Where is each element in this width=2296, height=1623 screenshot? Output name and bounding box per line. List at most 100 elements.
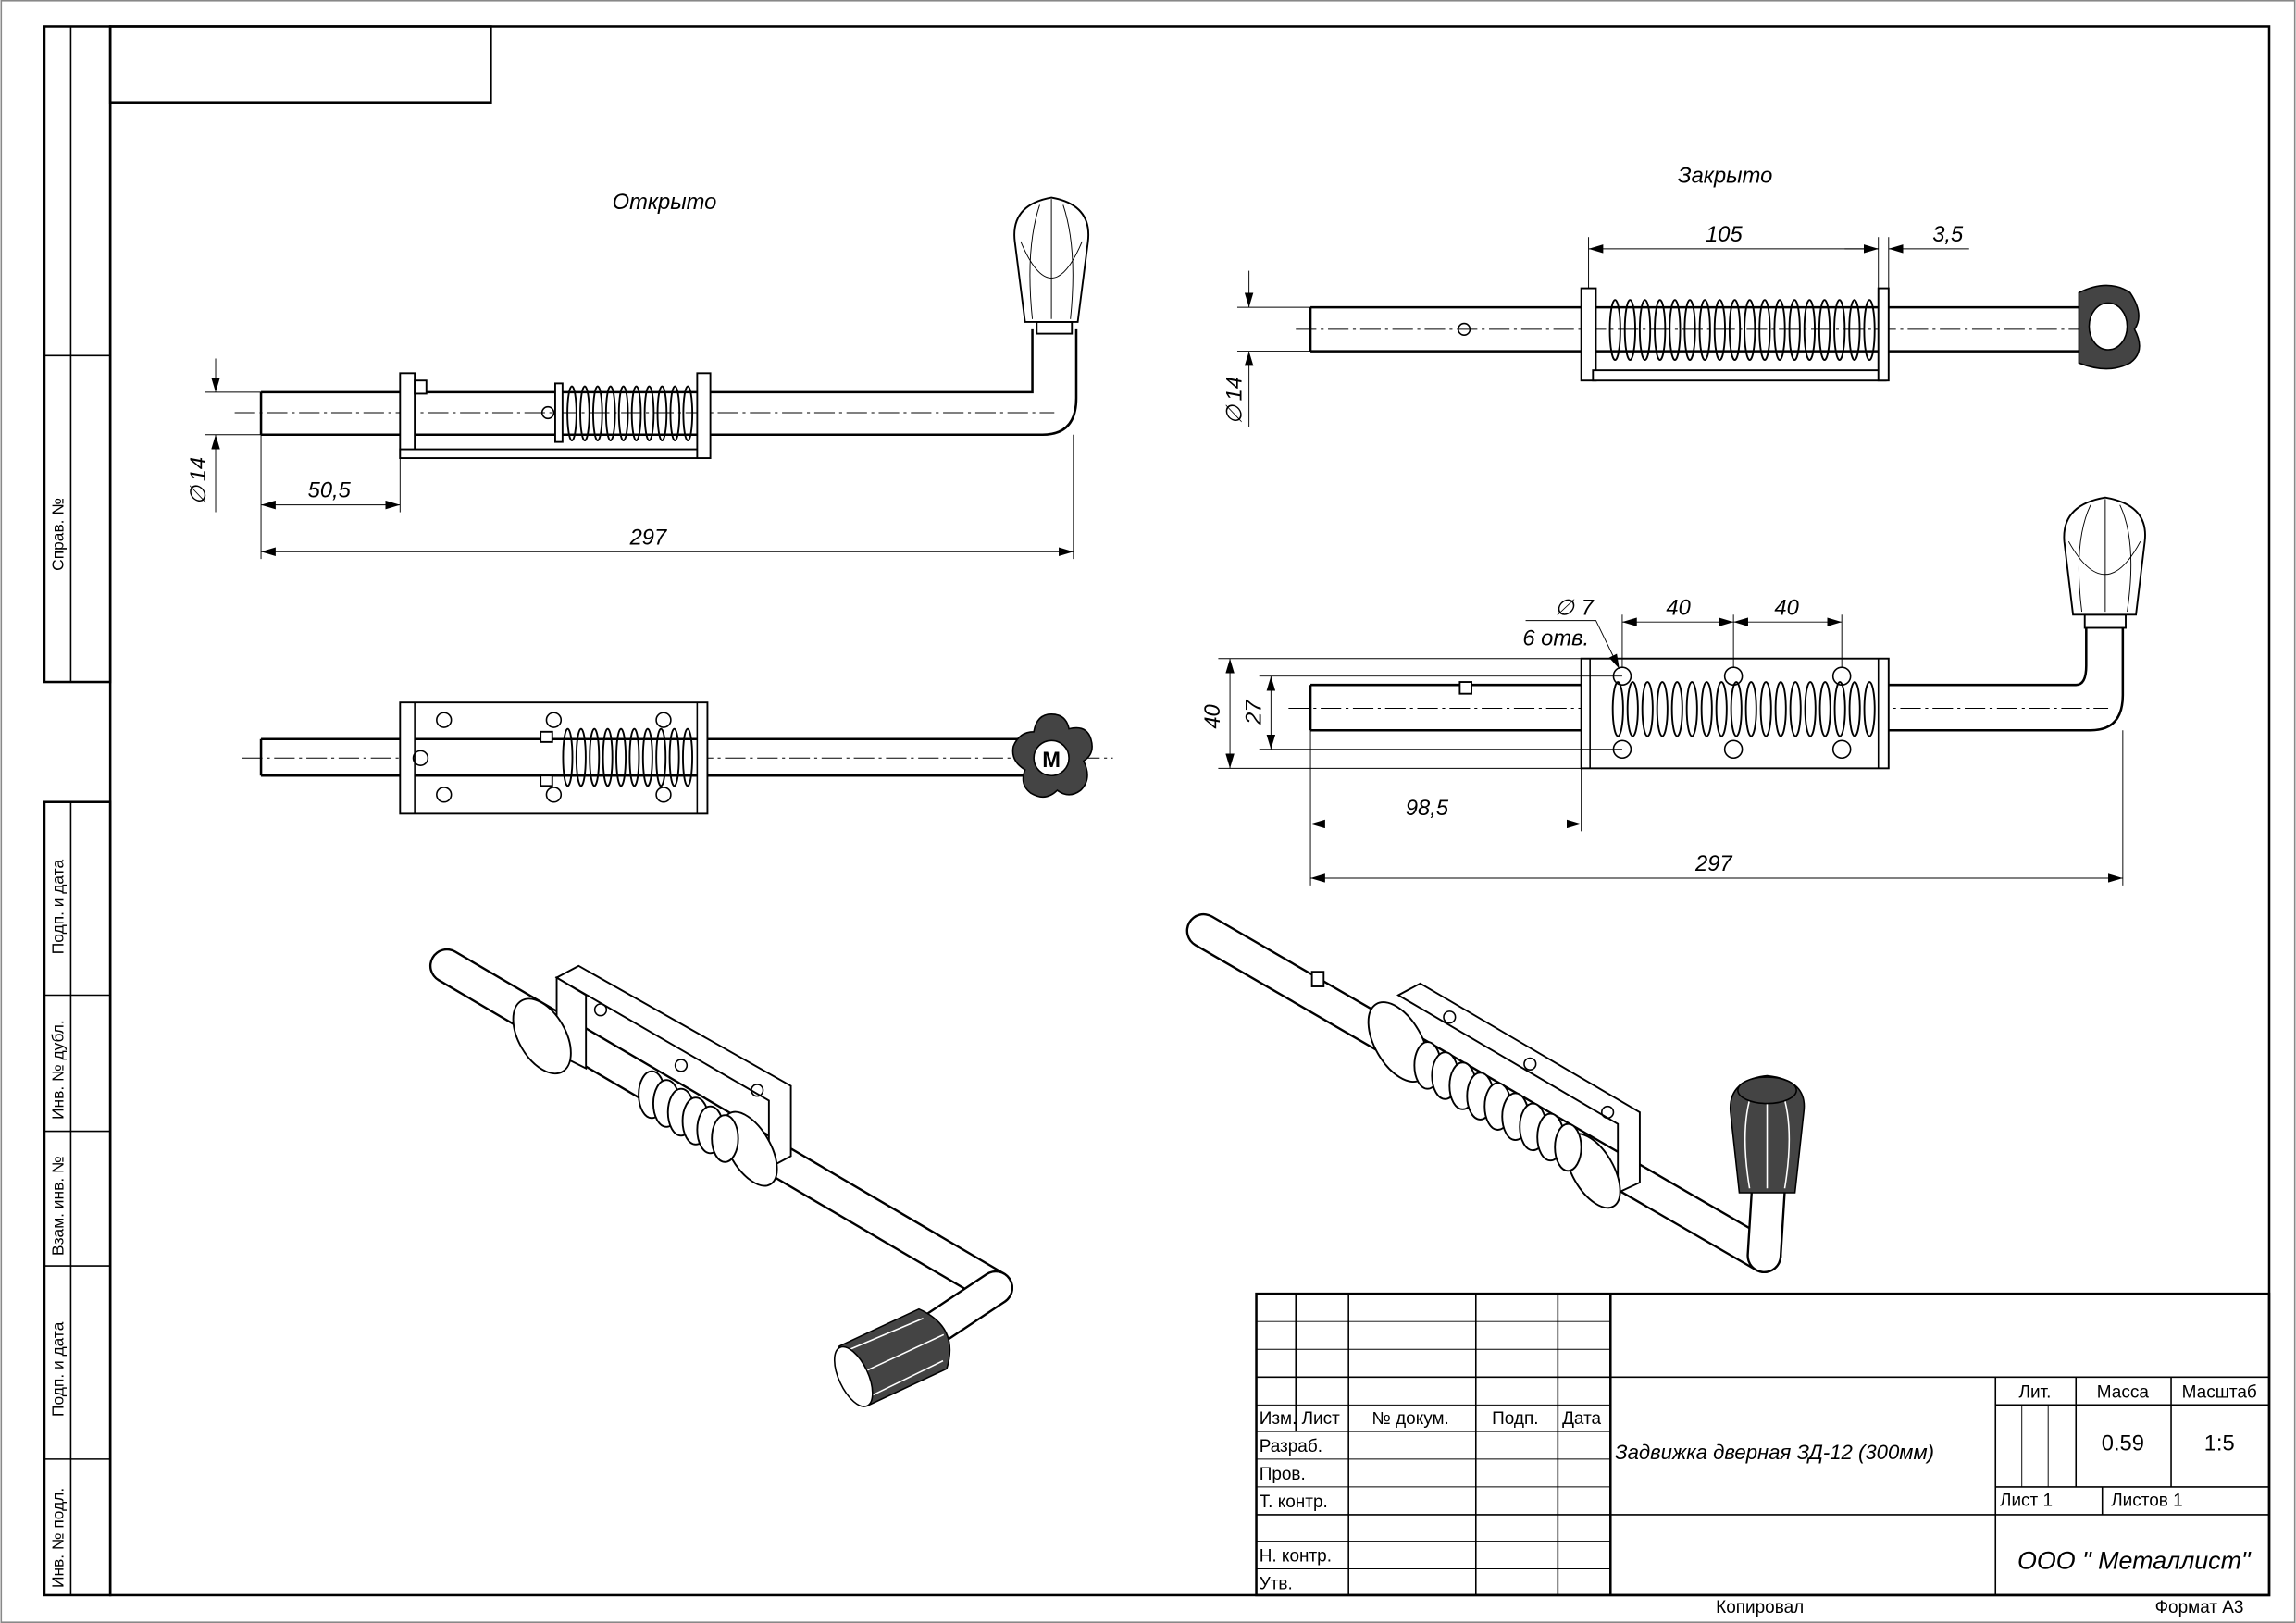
spring-coil (1833, 681, 1846, 737)
spring-coil (602, 727, 614, 787)
knob-letter: М (1042, 749, 1061, 773)
view-closed-front: 105 3,5 ∅ 14 (1223, 223, 2141, 427)
spring-coil (1683, 299, 1696, 362)
spring-coil (1700, 681, 1713, 737)
spring-coil (1789, 681, 1802, 737)
spring-coil (1848, 299, 1861, 362)
iso-view-open (428, 948, 1013, 1407)
view-label-closed: Закрыто (1678, 165, 1772, 189)
view-open-top: М (242, 701, 1113, 815)
spring-coil (1818, 681, 1831, 737)
spring-coil (1608, 299, 1621, 362)
tb-role: Пров. (1260, 1465, 1306, 1484)
tb-role: Т. контр. (1260, 1493, 1328, 1512)
tb-role: Н. контр. (1260, 1547, 1332, 1567)
spring-coil (1759, 681, 1772, 737)
spring-coil (604, 385, 616, 442)
spring-coil (1698, 299, 1711, 362)
dim-open-length: 297 (629, 526, 667, 550)
spring-coil (1848, 681, 1861, 737)
spring-coil (562, 727, 574, 787)
spring-coil (1623, 299, 1636, 362)
tb-scale-label: Масштаб (2182, 1382, 2257, 1402)
spring-coil (1656, 681, 1669, 737)
label-sprav: Справ. № (49, 498, 68, 571)
tb-header-doc: № докум. (1371, 1409, 1448, 1429)
title-block: Изм. Лист № докум. Подп. Дата Разраб. Пр… (1255, 1292, 2271, 1617)
side-strip-labels: Справ. № Подп. и дата Инв. № дубл. Взам.… (49, 498, 68, 1588)
spring-icon (1608, 299, 1876, 362)
dim-open-diameter-symbol: ∅ (187, 485, 211, 505)
dim-closed-gap: 3,5 (1932, 223, 1964, 247)
dim-closed-diameter: 14 (1223, 377, 1247, 401)
tb-role: Разраб. (1260, 1437, 1322, 1456)
spring-coil (1744, 299, 1756, 362)
iso-knob-icon (833, 1307, 951, 1407)
spring-icon (566, 385, 694, 442)
tb-company: ООО " Металлист" (2017, 1546, 2252, 1574)
spring-coil (1670, 681, 1683, 737)
spring-coil (669, 385, 681, 442)
spring-coil (668, 727, 680, 787)
spring-coil (682, 727, 693, 787)
spring-coil (1713, 299, 1726, 362)
spring-coil (1788, 299, 1801, 362)
spring-coil (591, 385, 603, 442)
dim-plate-height: 40 (1201, 704, 1225, 728)
spring-coil (1685, 681, 1698, 737)
spring-coil (617, 385, 629, 442)
spring-coil (1626, 681, 1639, 737)
dim-closed-diameter-symbol: ∅ (1223, 404, 1247, 425)
spring-coil (1804, 681, 1817, 737)
spring-coil (1774, 681, 1787, 737)
dim-total-length: 297 (1694, 852, 1732, 876)
spring-coil (1803, 299, 1816, 362)
tb-mass-label: Масса (2097, 1382, 2150, 1402)
label-inv-podl: Инв. № подл. (49, 1488, 68, 1588)
dim-open-diameter: 14 (187, 457, 211, 481)
tb-mass: 0.59 (2102, 1431, 2144, 1456)
view-label-open: Открыто (613, 191, 717, 215)
dim-hole-diameter: 7 (1582, 596, 1595, 620)
tb-sheet: Лист 1 (2000, 1491, 2053, 1510)
dim-open-offset: 50,5 (308, 479, 352, 503)
spring-coil (1773, 299, 1786, 362)
tb-header-izm: Изм. (1260, 1409, 1297, 1429)
spring-coil (1744, 681, 1757, 737)
spring-coil (566, 385, 577, 442)
tb-copied: Копировал (1716, 1598, 1804, 1617)
spring-coil (589, 727, 601, 787)
iso-knob-icon (1730, 1074, 1806, 1194)
label-vzam-inv: Взам. инв. № (49, 1156, 68, 1256)
spring-coil (1638, 299, 1652, 362)
spring-coil (1730, 681, 1743, 737)
spring-coil (1715, 681, 1728, 737)
tb-sheets: Листов 1 (2111, 1491, 2182, 1510)
spring-coil (1728, 299, 1742, 362)
tb-role: Утв. (1260, 1575, 1293, 1594)
tb-header-podp: Подп. (1492, 1409, 1538, 1429)
dim-hole-diameter-symbol: ∅ (1555, 596, 1575, 620)
dim-hole-count: 6 отв. (1522, 626, 1589, 650)
tb-scale: 1:5 (2204, 1431, 2235, 1456)
spring-coil (682, 385, 694, 442)
tb-lit-label: Лит. (2018, 1382, 2051, 1402)
spring-coil (1863, 299, 1876, 362)
tb-title: Задвижка дверная ЗД-12 (300мм) (1615, 1441, 1934, 1464)
iso-spring-icon (638, 1070, 739, 1163)
spring-coil (1669, 299, 1682, 362)
knob-icon (2063, 496, 2146, 616)
dim-rod-offset: 98,5 (1406, 797, 1449, 821)
dim-closed-plate: 105 (1706, 223, 1743, 247)
spring-coil (656, 385, 668, 442)
spring-coil (1818, 299, 1831, 362)
spring-coil (641, 727, 653, 787)
spring-coil (575, 727, 587, 787)
view-open-front: ∅ 14 50,5 297 (187, 196, 1090, 560)
dim-hole-pitch-1: 40 (1666, 596, 1690, 620)
tb-header-list: Лист (1302, 1409, 1341, 1429)
spring-coil (655, 727, 667, 787)
iso-spring-icon (1413, 1041, 1582, 1172)
